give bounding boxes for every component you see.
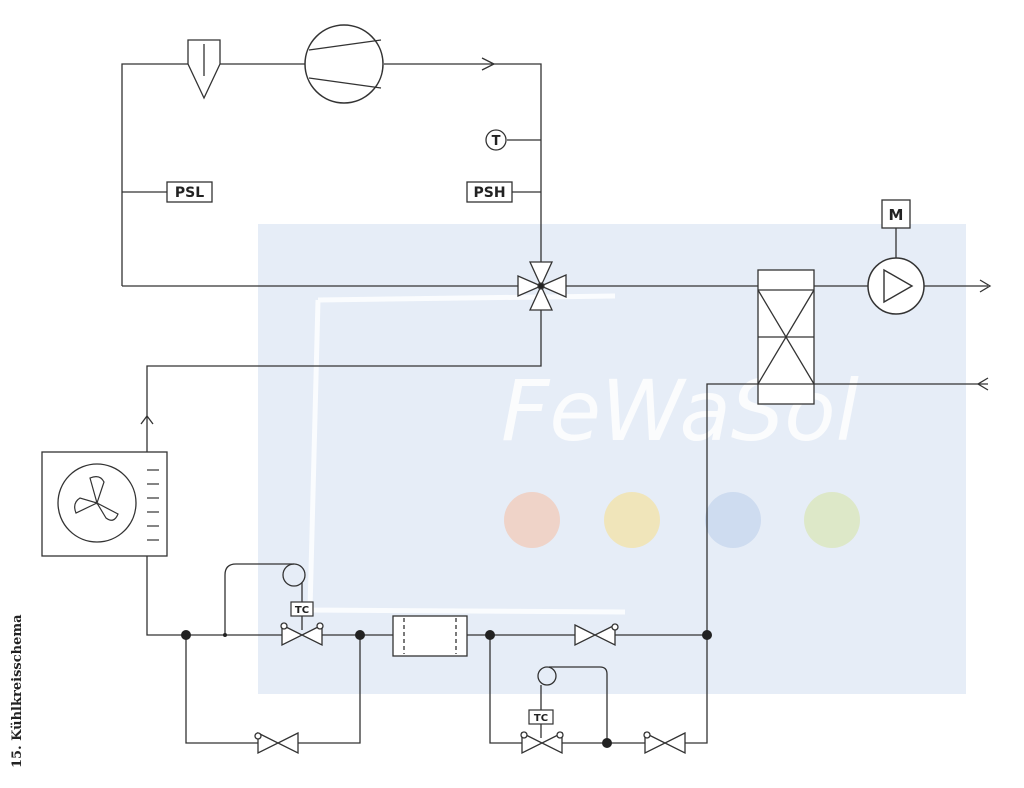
air-cooled-condenser bbox=[41, 451, 168, 557]
pump-motor: M bbox=[881, 199, 911, 229]
junction-3 bbox=[485, 630, 495, 640]
psl-label: PSL bbox=[175, 185, 204, 201]
line-to-condenser bbox=[146, 310, 542, 455]
watermark: FeWaSol bbox=[258, 224, 966, 694]
shutoff-valve-bypass-left bbox=[254, 731, 299, 755]
flow-arrow-condenser bbox=[140, 414, 154, 425]
psh-switch: PSH bbox=[466, 181, 513, 203]
sensing-bulb-lower bbox=[537, 666, 557, 686]
compressor-symbol bbox=[304, 24, 384, 104]
junction-4 bbox=[702, 630, 712, 640]
figure-caption: 15. Kühlkreisschema bbox=[10, 614, 25, 768]
circulation-pump bbox=[867, 257, 925, 315]
liquid-line-left bbox=[146, 555, 282, 636]
capillary-lower bbox=[549, 666, 608, 743]
psl-switch: PSL bbox=[166, 181, 213, 203]
tc-box-upper: TC bbox=[290, 601, 314, 617]
flow-arrow-top bbox=[481, 57, 496, 71]
junction-1 bbox=[181, 630, 191, 640]
sun-icon bbox=[604, 492, 660, 548]
temperature-label: T bbox=[492, 134, 501, 149]
tc-upper-label: TC bbox=[295, 605, 309, 616]
suction-line bbox=[121, 63, 188, 286]
flame-icon bbox=[504, 492, 560, 548]
bypass-right-lower bbox=[489, 635, 522, 744]
temperature-sensor: T bbox=[485, 129, 507, 151]
water-supply-arrow bbox=[979, 279, 992, 293]
thermometer-icon bbox=[705, 492, 761, 548]
bypass-left-lower bbox=[185, 635, 258, 744]
shutoff-valve-bypass-right bbox=[643, 731, 686, 755]
tc-box-lower: TC bbox=[528, 709, 554, 725]
junction-6 bbox=[223, 633, 227, 637]
filter-symbol bbox=[187, 39, 221, 100]
four-way-valve bbox=[517, 261, 567, 311]
water-return-arrow bbox=[976, 377, 989, 391]
plate-heat-exchanger bbox=[757, 269, 815, 405]
house-icon bbox=[804, 492, 860, 548]
line-to-hx-bottom bbox=[685, 383, 758, 744]
watermark-panel bbox=[258, 224, 966, 694]
bypass-left-return bbox=[298, 635, 361, 744]
sensing-bulb-upper bbox=[282, 563, 306, 587]
fan-icon bbox=[57, 463, 137, 543]
tc-lower-label: TC bbox=[534, 713, 548, 724]
shutoff-valve-liquid-line bbox=[574, 623, 619, 647]
thermostatic-valve-upper bbox=[280, 622, 324, 647]
junction-5 bbox=[602, 738, 612, 748]
thermostatic-valve-lower bbox=[520, 731, 564, 755]
motor-label: M bbox=[889, 206, 904, 224]
psh-label: PSH bbox=[473, 185, 505, 201]
junction-2 bbox=[355, 630, 365, 640]
discharge-line bbox=[384, 63, 542, 262]
filter-drier bbox=[392, 615, 468, 657]
capillary-upper bbox=[224, 563, 294, 635]
